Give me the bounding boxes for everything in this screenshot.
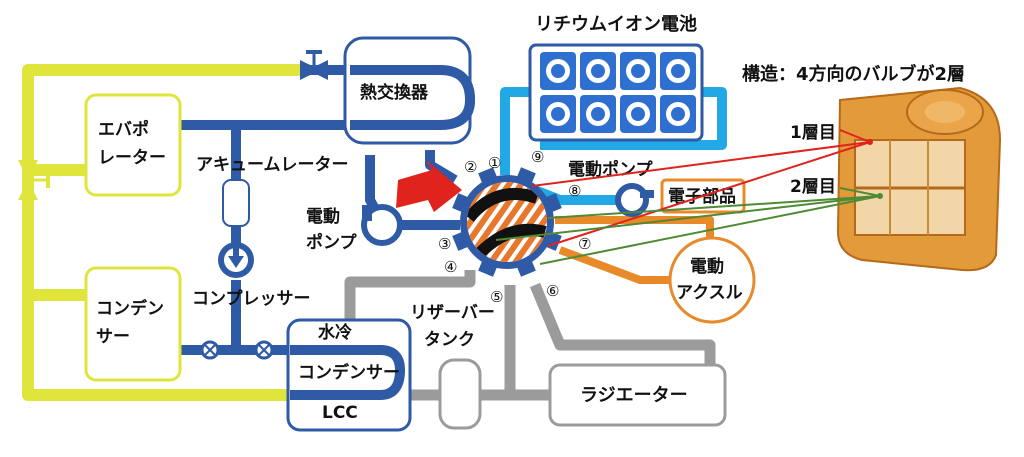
valve-stripe xyxy=(502,194,547,262)
e-axle-circle xyxy=(668,236,756,324)
reservoir-label-line2: タンク xyxy=(424,330,475,350)
battery-cell-core xyxy=(591,107,605,121)
water-cooled-label: 水冷 xyxy=(318,322,352,343)
condenser-label-line1: コンデン xyxy=(96,298,164,319)
port-2: ② xyxy=(464,158,477,176)
red-arrow-icon xyxy=(396,160,462,212)
condenser-box xyxy=(84,266,182,382)
evaporator-box xyxy=(84,93,182,197)
battery-cell-core xyxy=(631,107,645,121)
battery-cell-core xyxy=(671,64,685,78)
battery-cell-core xyxy=(551,64,565,78)
valve-stripe xyxy=(494,188,547,262)
condenser-label-line2: サー xyxy=(96,327,130,347)
expansion-valve-icon xyxy=(254,340,274,360)
battery-cell-core xyxy=(551,107,565,121)
reservoir-tank-icon xyxy=(438,358,482,430)
layer-2-callout-lines xyxy=(495,187,881,265)
evaporator-label-line1: エバポ xyxy=(98,119,149,140)
port-7: ⑦ xyxy=(578,235,591,253)
layer-1-label: 1層目 xyxy=(790,123,836,143)
battery-cell-core xyxy=(671,107,685,121)
valve-stripe xyxy=(467,182,528,262)
pump-icon xyxy=(361,204,403,246)
port-8: ⑧ xyxy=(568,182,581,200)
electric-pump-right-label: 電動ポンプ xyxy=(568,159,653,180)
radiator-label: ラジエーター xyxy=(580,385,688,406)
compressor-icon xyxy=(218,242,254,278)
battery-cells xyxy=(540,52,696,133)
radiator-box xyxy=(548,363,727,427)
port-6: ⑥ xyxy=(546,282,559,300)
electric-pump-left-line1: 電動 xyxy=(306,206,340,227)
expansion-valve-icon xyxy=(18,160,50,200)
battery-label: リチウムイオン電池 xyxy=(535,13,697,35)
e-axle-label-line1: 電動 xyxy=(690,256,724,277)
evaporator-label-line2: レーター xyxy=(98,148,166,168)
layer-2-label: 2層目 xyxy=(790,177,836,197)
port-9: ⑨ xyxy=(531,148,544,166)
port-4: ④ xyxy=(444,258,457,276)
layer-2-callout-dot xyxy=(877,193,883,199)
structure-label: 構造：4方向のバルブが2層 xyxy=(742,63,965,85)
lcc-coil xyxy=(290,345,406,400)
refrigerant-loop xyxy=(22,64,310,401)
layer-1-callout-dot xyxy=(867,139,873,145)
four-way-valve-icon xyxy=(452,167,562,277)
water-condenser-label: コンデンサー xyxy=(298,362,400,383)
lcc-label: LCC xyxy=(322,403,358,423)
battery-cell-core xyxy=(591,64,605,78)
port-3: ③ xyxy=(438,235,451,253)
battery-cell-core xyxy=(631,64,645,78)
expansion-valve-icon xyxy=(200,340,220,360)
compressor-label: コンプレッサー xyxy=(192,288,311,309)
expansion-valve-icon xyxy=(300,50,328,80)
valve-stripe xyxy=(467,182,512,250)
accumulator-label: アキュームレーター xyxy=(196,155,349,175)
valve-photo xyxy=(836,86,1002,272)
reservoir-label-line1: リザーバー xyxy=(410,303,495,323)
e-axle-label-line2: アクスル xyxy=(676,283,743,303)
heat-exchanger-coil xyxy=(350,65,476,130)
accumulator-icon xyxy=(222,179,250,227)
port-1: ① xyxy=(488,154,501,172)
port-5: ⑤ xyxy=(490,288,503,306)
electric-pump-left-line2: ポンプ xyxy=(306,232,357,253)
heat-exchanger-label: 熱交換器 xyxy=(360,82,429,103)
pump-icon xyxy=(615,183,654,217)
